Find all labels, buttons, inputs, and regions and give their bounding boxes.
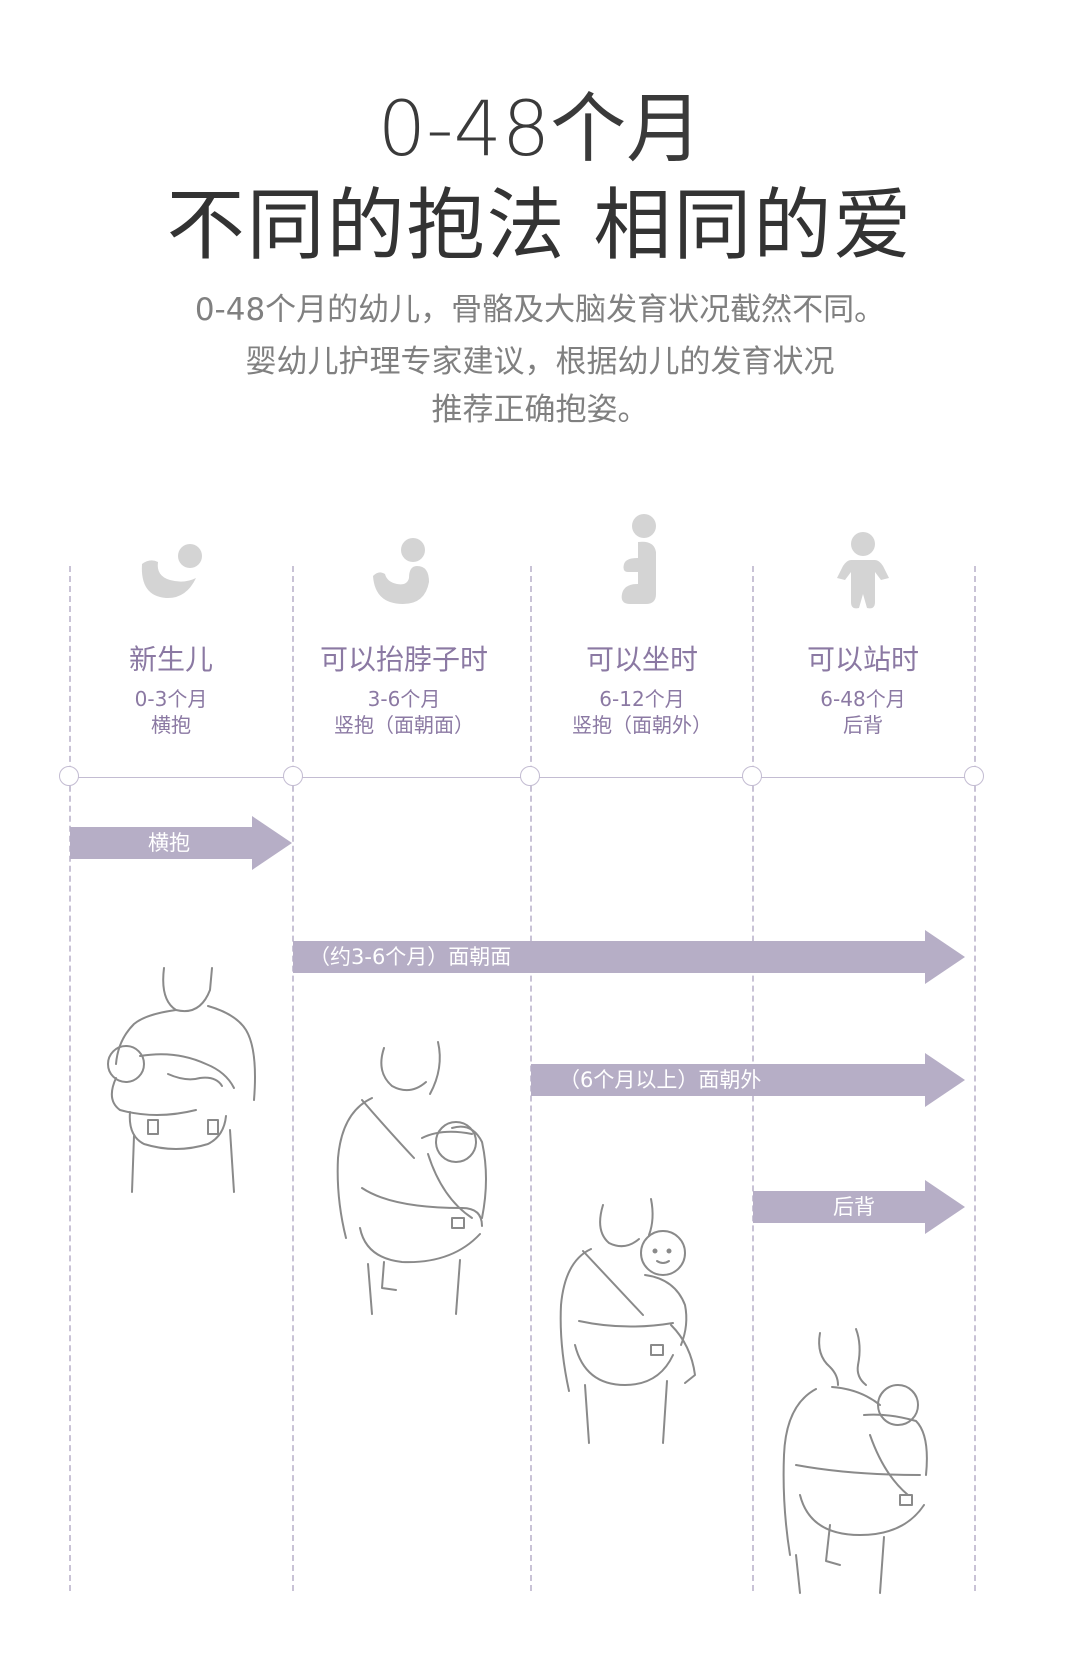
timeline-node-2 — [283, 766, 303, 786]
stage-age: 6-12个月 — [599, 687, 685, 711]
arrow-face-out: （6个月以上）面朝外 — [531, 1053, 965, 1107]
stage-standing: 可以站时 6-48个月 后背 — [748, 520, 978, 738]
stage-hold: 后背 — [843, 713, 883, 737]
cradle-hold-illustration — [107, 967, 256, 1193]
timeline-divider-2 — [292, 566, 294, 1591]
baby-head-up-icon — [289, 520, 519, 610]
arrow-label: （6个月以上）面朝外 — [559, 1068, 762, 1092]
timeline-node-1 — [59, 766, 79, 786]
stage-newborn: 新生儿 0-3个月 横抱 — [56, 520, 286, 738]
stage-hold: 竖抱（面朝面） — [334, 713, 474, 737]
page-title: 0-48个月 — [377, 84, 703, 173]
stage-hold: 竖抱（面朝外） — [572, 713, 712, 737]
timeline-node-3 — [520, 766, 540, 786]
arrow-face-in: （约3-6个月）面朝面 — [293, 930, 965, 984]
stage-name: 可以站时 — [806, 643, 919, 676]
stage-hold: 横抱 — [151, 713, 191, 737]
stage-sitting: 可以坐时 6-12个月 竖抱（面朝外） — [527, 514, 757, 738]
intro-line-3: 推荐正确抱姿。 — [431, 392, 649, 428]
timeline-divider-1 — [69, 566, 71, 1591]
timeline-divider-5 — [974, 566, 976, 1591]
baby-sitting-icon — [527, 514, 757, 610]
newborn-lying-icon — [56, 520, 286, 610]
arrow-back-carry: 后背 — [753, 1180, 965, 1234]
arrow-cradle-hold: 横抱 — [70, 816, 292, 870]
arrow-label: 横抱 — [148, 831, 190, 855]
face-in-carrier-illustration — [336, 1041, 487, 1315]
stage-name: 可以抬脖子时 — [319, 643, 488, 676]
stage-age: 6-48个月 — [820, 687, 906, 711]
back-carry-illustration — [782, 1328, 928, 1594]
face-out-carrier-illustration — [559, 1198, 696, 1444]
stage-age: 3-6个月 — [367, 687, 441, 711]
intro-line-2: 婴幼儿护理专家建议，根据幼儿的发育状况 — [245, 344, 835, 380]
page-subtitle: 不同的抱法 相同的爱 — [166, 181, 914, 271]
arrow-label: （约3-6个月）面朝面 — [309, 945, 512, 969]
stage-name: 新生儿 — [128, 643, 213, 676]
intro-line-1: 0-48个月的幼儿，骨骼及大脑发育状况截然不同。 — [194, 292, 886, 328]
child-standing-icon — [748, 520, 978, 610]
stage-head-up: 可以抬脖子时 3-6个月 竖抱（面朝面） — [289, 520, 519, 738]
timeline-node-5 — [964, 766, 984, 786]
arrow-label: 后背 — [833, 1195, 875, 1219]
stage-name: 可以坐时 — [585, 643, 698, 676]
stage-age: 0-3个月 — [134, 687, 208, 711]
timeline-node-4 — [742, 766, 762, 786]
